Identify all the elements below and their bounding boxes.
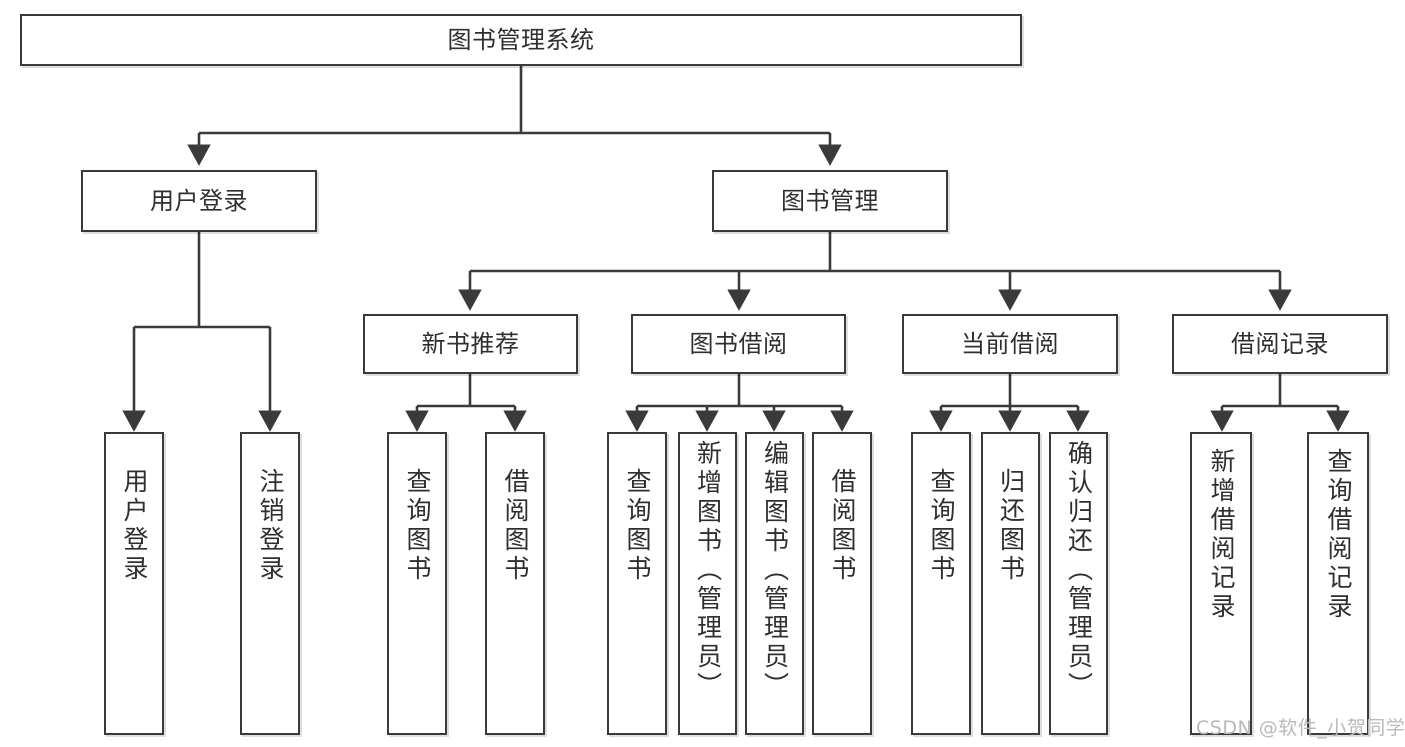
leaf-borrow-record-add[interactable]: 新增借阅记录: [1190, 432, 1252, 735]
node-label: 借阅记录: [1231, 329, 1329, 358]
node-label: 查询图书: [403, 468, 432, 584]
node-label: 图书借阅: [689, 329, 788, 358]
leaf-new-book-borrow[interactable]: 借阅图书: [485, 432, 545, 735]
leaf-borrow-record-query[interactable]: 查询借阅记录: [1307, 432, 1369, 735]
node-label: 当前借阅: [961, 329, 1059, 358]
node-label: 新书推荐: [421, 329, 520, 358]
node-root-system[interactable]: 图书管理系统: [20, 14, 1022, 66]
leaf-current-borrow-query[interactable]: 查询图书: [911, 432, 971, 735]
node-new-book-recommend[interactable]: 新书推荐: [363, 314, 578, 374]
node-label: 查询图书: [927, 468, 956, 584]
node-label: 图书管理: [781, 186, 879, 215]
node-book-management[interactable]: 图书管理: [712, 170, 948, 232]
node-user-login[interactable]: 用户登录: [81, 170, 317, 232]
node-label: 查询图书: [623, 468, 652, 584]
leaf-user-login-login[interactable]: 用户登录: [104, 432, 164, 735]
node-label: 借阅图书: [501, 468, 530, 584]
node-label: 用户登录: [150, 186, 248, 215]
node-label: 新增借阅记录: [1207, 448, 1236, 622]
node-label: 归还图书: [996, 468, 1026, 584]
node-label: 图书管理系统: [447, 25, 595, 54]
node-label: 编辑图书（管理员）: [760, 440, 790, 701]
node-label: 确认归还（管理员）: [1064, 440, 1094, 701]
leaf-book-borrow-add[interactable]: 新增图书（管理员）: [678, 432, 737, 735]
node-label: 新增图书（管理员）: [693, 440, 723, 701]
node-label: 借阅图书: [828, 468, 857, 584]
node-book-borrow[interactable]: 图书借阅: [631, 314, 846, 374]
leaf-book-borrow-borrow[interactable]: 借阅图书: [812, 432, 872, 735]
leaf-user-login-logout[interactable]: 注销登录: [240, 432, 300, 735]
node-label: 查询借阅记录: [1324, 448, 1353, 622]
leaf-current-borrow-confirm-return[interactable]: 确认归还（管理员）: [1049, 432, 1108, 735]
leaf-book-borrow-query[interactable]: 查询图书: [607, 432, 667, 735]
node-current-borrow[interactable]: 当前借阅: [902, 314, 1118, 374]
node-borrow-record[interactable]: 借阅记录: [1172, 314, 1388, 374]
leaf-new-book-query[interactable]: 查询图书: [387, 432, 447, 735]
leaf-book-borrow-edit[interactable]: 编辑图书（管理员）: [745, 432, 804, 735]
node-label: 注销登录: [256, 468, 285, 584]
csdn-watermark: CSDN @软件_小贺同学: [1196, 717, 1405, 739]
leaf-current-borrow-return[interactable]: 归还图书: [981, 432, 1040, 735]
node-label: 用户登录: [120, 468, 149, 584]
